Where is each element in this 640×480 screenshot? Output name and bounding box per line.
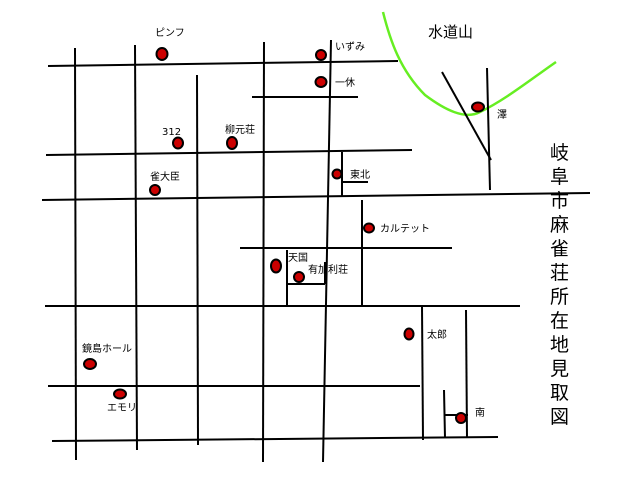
title-char: 荘	[550, 262, 569, 284]
mountain-boundary	[381, 11, 557, 117]
parlor-markers	[83, 47, 485, 424]
title-char: 在	[550, 310, 569, 332]
label-emori: エモリ	[107, 403, 137, 414]
title-char: 岐	[550, 142, 569, 164]
road	[486, 67, 491, 191]
map-title: 岐 阜 市 麻 雀 荘 所 在 地 見 取 図	[550, 142, 569, 428]
title-char: 阜	[550, 166, 569, 188]
marker-ryugenso[interactable]	[226, 136, 238, 150]
marker-karutetto[interactable]	[363, 222, 375, 234]
title-char: 雀	[550, 238, 569, 260]
road	[74, 47, 77, 461]
label-pinfu: ピンフ	[155, 27, 185, 39]
title-char: 市	[550, 190, 569, 212]
marker-emori[interactable]	[113, 388, 127, 400]
title-char: 見	[550, 358, 569, 380]
mountain-label: 水道山	[428, 23, 473, 41]
roads-vertical	[74, 39, 492, 463]
marker-yukarinso[interactable]	[293, 271, 305, 283]
road	[421, 305, 424, 441]
road	[51, 436, 499, 442]
label-izumi: いずみ	[335, 41, 365, 53]
label-tengoku: 天国	[288, 252, 308, 264]
title-char: 地	[550, 334, 569, 356]
marker-kyojima[interactable]	[83, 358, 97, 370]
marker-sawa[interactable]	[471, 101, 485, 113]
marker-pinfu[interactable]	[155, 47, 169, 61]
road	[441, 71, 492, 161]
label-tarou: 太郎	[427, 328, 447, 341]
title-char: 麻	[550, 214, 569, 236]
title-char: 取	[550, 382, 569, 404]
label-jakudaijin: 雀大臣	[150, 170, 180, 183]
marker-minami[interactable]	[455, 412, 467, 424]
place-labels: ピンフ いずみ 一休 澤 312 柳元荘 雀大臣 東北 カルテット 天国 有加利…	[82, 27, 507, 419]
label-yukarinso: 有加利荘	[308, 263, 348, 276]
marker-tarou[interactable]	[403, 327, 415, 341]
road	[134, 44, 138, 451]
label-kyojima: 鏡島ホール	[82, 342, 132, 355]
marker-tengoku[interactable]	[270, 258, 282, 274]
road	[41, 192, 591, 201]
label-ikkyu: 一休	[335, 77, 355, 89]
marker-tohoku[interactable]	[331, 168, 343, 180]
road	[196, 74, 199, 446]
label-312: 312	[162, 127, 181, 138]
label-minami: 南	[475, 406, 485, 419]
title-char: 図	[550, 406, 569, 428]
marker-izumi[interactable]	[315, 49, 327, 61]
marker-312[interactable]	[172, 136, 184, 150]
title-char: 所	[550, 286, 569, 308]
label-sawa: 澤	[497, 109, 507, 121]
road	[322, 39, 332, 463]
label-ryugenso: 柳元荘	[225, 123, 255, 136]
marker-jakudaijin[interactable]	[149, 184, 161, 196]
road	[262, 41, 265, 463]
roads-horizontal	[41, 60, 591, 442]
road	[47, 60, 399, 67]
road	[45, 149, 413, 156]
marker-ikkyu[interactable]	[314, 76, 328, 88]
label-karutetto: カルテット	[380, 223, 430, 235]
road	[443, 389, 446, 439]
label-tohoku: 東北	[350, 168, 370, 181]
